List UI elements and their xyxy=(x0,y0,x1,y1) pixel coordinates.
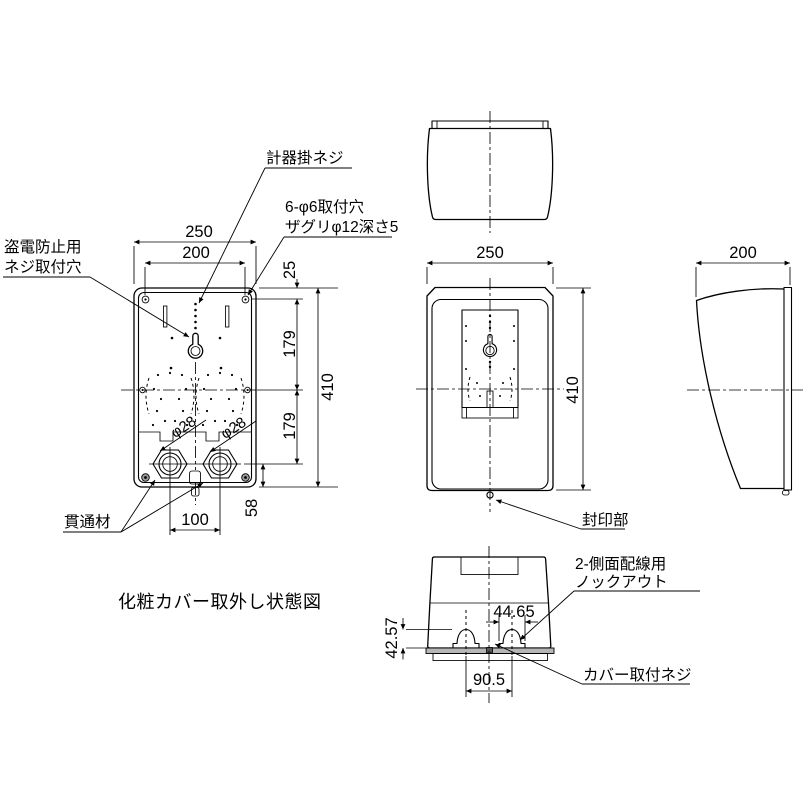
dim-knockout-pitch: 90.5 xyxy=(473,671,505,689)
label-seal: 封印部 xyxy=(582,511,629,529)
dim-hole-pitch: 200 xyxy=(182,244,210,262)
dim-grommet-pitch: 100 xyxy=(181,511,209,529)
front-view: 250 410 封印部 xyxy=(416,244,629,530)
base-view-callouts: 計器掛ネジ 6-φ6取付穴 ザグリφ12深さ5 盗電防止用 ネジ取付穴 貫通材 xyxy=(3,149,398,533)
left-slot xyxy=(163,305,168,328)
grommet-dia-left-label: φ28 xyxy=(168,413,199,442)
knockout-left xyxy=(452,628,480,648)
grommet-dia-callouts: φ28 φ28 xyxy=(159,413,257,453)
top-view-cover-outline xyxy=(426,127,554,221)
label-mount-hole-line1: 6-φ6取付穴 xyxy=(285,198,364,216)
dim-base-height: 410 xyxy=(319,373,337,401)
dim-cover-depth: 200 xyxy=(729,244,757,262)
meter-outline-right xyxy=(195,371,245,427)
top-view xyxy=(426,111,554,233)
side-view: 200 xyxy=(687,244,803,496)
grommet-dia-right-label: φ28 xyxy=(218,414,249,443)
base-outer-outline xyxy=(133,287,257,488)
dim-upper-pitch: 179 xyxy=(281,330,299,358)
base-inner-outline xyxy=(137,291,253,484)
partition-line xyxy=(138,431,252,442)
drawing-caption: 化粧カバー取外し状態図 xyxy=(118,592,322,612)
dim-knockout-offset: 42.57 xyxy=(383,617,401,658)
label-grommet: 貫通材 xyxy=(64,513,111,531)
dim-lower-pitch: 179 xyxy=(281,412,299,440)
label-cover-screw: カバー取付ネジ xyxy=(583,666,692,684)
dim-base-width: 250 xyxy=(185,223,213,241)
corner-screw-holes xyxy=(141,295,250,482)
label-anti-theft-line1: 盗電防止用 xyxy=(4,238,82,256)
center-tab xyxy=(189,470,201,485)
label-meter-hook-screw: 計器掛ネジ xyxy=(266,149,344,167)
bottom-view-window-recess xyxy=(460,556,519,575)
label-side-knockout-line1: 2-側面配線用 xyxy=(575,555,666,573)
right-slot xyxy=(225,305,230,328)
dim-knockout-width: 44.65 xyxy=(493,603,534,621)
base-view-dimensions: 250 200 25 179 179 410 58 100 xyxy=(133,223,338,535)
dim-cover-width: 250 xyxy=(476,244,504,262)
side-view-foot xyxy=(782,490,790,496)
front-view-outer-outline xyxy=(426,286,554,492)
base-open-view: φ28 φ28 xyxy=(121,287,257,505)
dim-grommet-to-bottom: 58 xyxy=(243,499,261,517)
label-side-knockout-line2: ノックアウト xyxy=(575,573,668,591)
meter-outline-left xyxy=(145,371,195,427)
label-mount-hole-line2: ザグリφ12深さ5 xyxy=(285,218,398,236)
label-anti-theft-line2: ネジ取付穴 xyxy=(4,258,82,276)
dim-cover-height: 410 xyxy=(564,376,582,404)
seal-screw xyxy=(486,491,494,499)
bottom-view-base-plate xyxy=(432,653,548,661)
side-view-cover-profile xyxy=(695,288,785,490)
meter-hook-keyhole xyxy=(187,302,204,359)
dim-top-to-hole: 25 xyxy=(281,261,299,279)
side-view-back-plate xyxy=(783,286,793,491)
bottom-view: 44.65 42.57 90.5 2-側面配線用 ノックアウト カバー取付ネジ xyxy=(383,546,700,703)
cover-screw-head xyxy=(486,647,493,654)
plate-detail-dots xyxy=(169,336,223,370)
